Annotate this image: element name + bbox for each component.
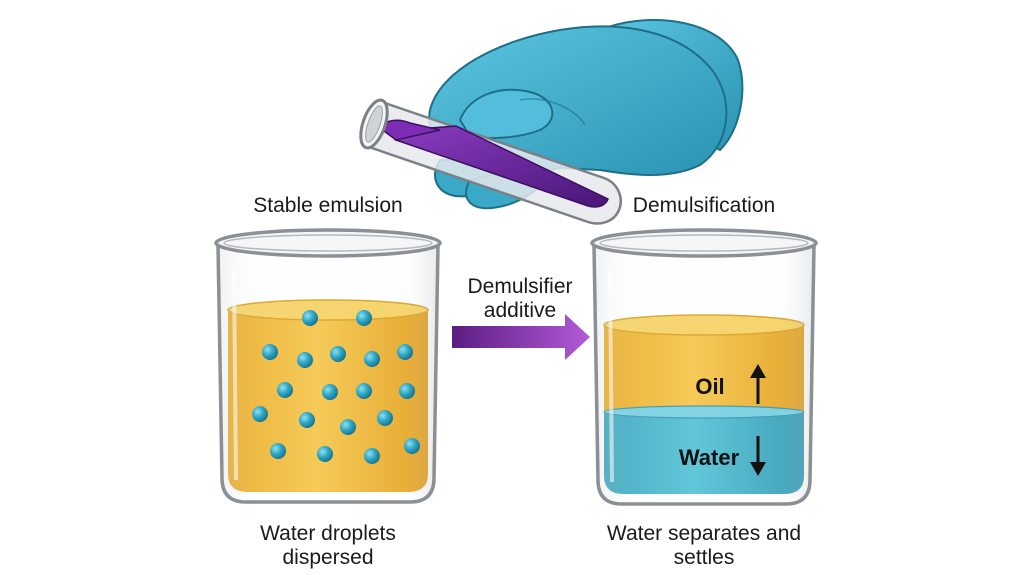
droplet [270,443,286,459]
demulsifier-arrow [452,314,590,360]
droplet [297,352,313,368]
droplet [302,310,318,326]
droplet [299,412,315,428]
droplet [317,446,333,462]
droplet [340,419,356,435]
down-arrow-icon [750,436,766,476]
right-caption-line2: settles [673,546,735,569]
left-beaker-title: Stable emulsion [253,194,403,217]
droplet [262,344,278,360]
droplet [277,382,293,398]
up-arrow-icon [750,364,766,404]
left-caption-line1: Water droplets [260,522,396,545]
droplet [404,438,420,454]
left-caption-line2: dispersed [282,546,374,569]
right-caption-line1: Water separates and [606,522,802,545]
droplet [399,383,415,399]
droplet [364,448,380,464]
water-label: Water [678,445,740,470]
droplet [356,383,372,399]
droplet [397,344,413,360]
droplet [322,384,338,400]
droplet [330,346,346,362]
droplet [364,351,380,367]
arrow-label-line1: Demulsifier [467,275,573,298]
droplet [356,310,372,326]
water-droplets [252,310,420,464]
droplet [377,410,393,426]
droplet [252,406,268,422]
oil-label: Oil [695,374,725,399]
test-tube-icon [359,98,622,225]
right-beaker-title: Demulsification [632,194,776,217]
arrow-label-line2: additive [483,299,557,322]
